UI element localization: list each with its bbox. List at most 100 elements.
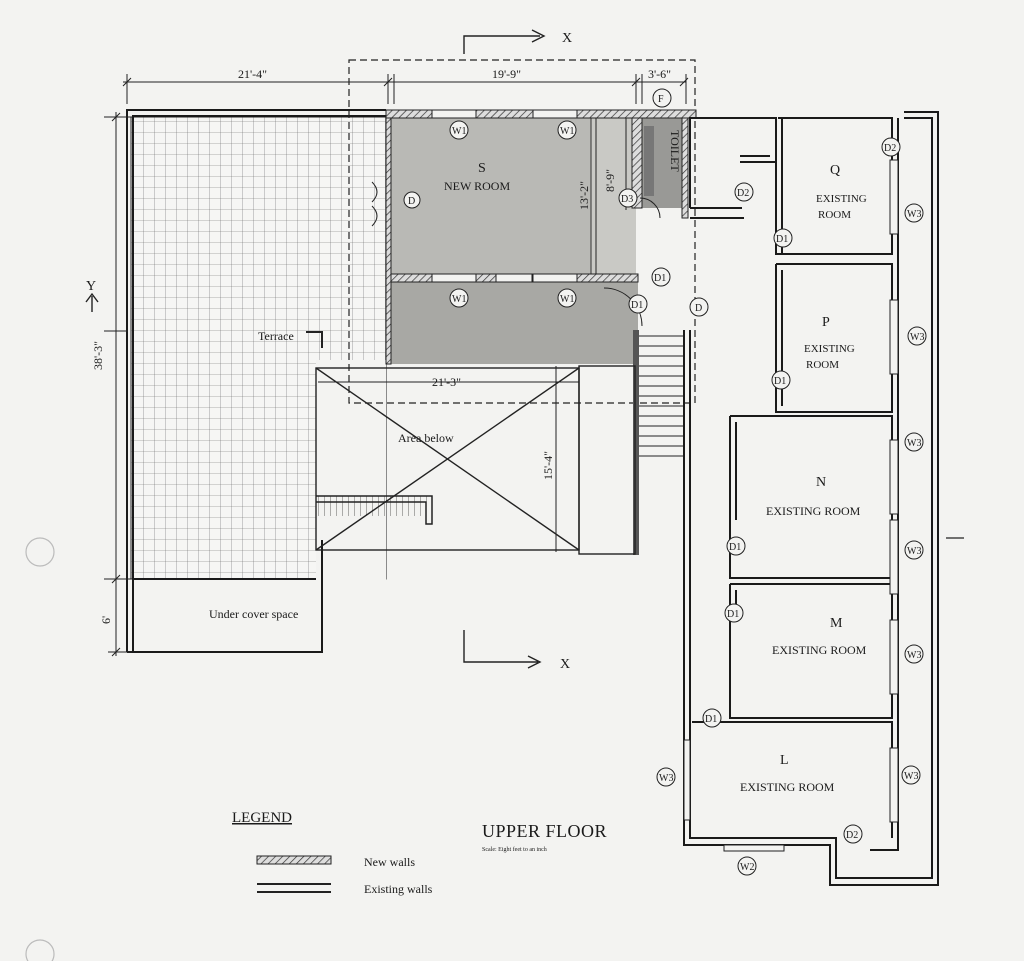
room-q-letter: Q bbox=[830, 163, 840, 178]
tag-d2: D2 bbox=[881, 137, 901, 157]
section-marker-bottom: X bbox=[560, 657, 570, 672]
svg-text:D: D bbox=[695, 303, 702, 314]
tag-d1: D1 bbox=[651, 267, 671, 287]
dim-terrace-width: 21'-4" bbox=[238, 67, 267, 81]
dim-area-below-width: 21'-3" bbox=[432, 375, 461, 389]
tag-d2: D2 bbox=[843, 824, 863, 844]
tag-w3: W3 bbox=[904, 432, 924, 452]
section-marker-top: X bbox=[562, 31, 572, 46]
dim-area-below-depth: 15'-4" bbox=[541, 451, 555, 480]
tag-w3: W3 bbox=[656, 767, 676, 787]
tag-d3: D3 bbox=[618, 188, 638, 208]
plan-title: UPPER FLOOR bbox=[482, 821, 607, 841]
room-p-letter: P bbox=[822, 315, 830, 330]
room-s-letter: S bbox=[478, 161, 486, 176]
room-p-name-1: EXISTING bbox=[804, 343, 855, 355]
opening-tags: W1 W1 W1 W1 D D3 F D1 D1 D D2 D2 D1 W3 W… bbox=[403, 88, 927, 876]
room-s-name: NEW ROOM bbox=[444, 179, 510, 193]
toilet-label: TOILET bbox=[668, 130, 682, 172]
tag-d1: D1 bbox=[628, 294, 648, 314]
svg-text:W3: W3 bbox=[659, 773, 673, 784]
windows bbox=[431, 109, 578, 283]
right-windows bbox=[683, 159, 899, 852]
dimension-labels: 21'-4" 19'-9" 3'-6" 38'-3" 13'-2" 8'-9" … bbox=[91, 67, 671, 624]
svg-text:D1: D1 bbox=[654, 273, 666, 284]
svg-text:D2: D2 bbox=[737, 188, 749, 199]
tag-d1: D1 bbox=[771, 370, 791, 390]
svg-text:W3: W3 bbox=[907, 438, 921, 449]
plan-scale: Scale: Eight feet to an inch bbox=[482, 846, 547, 853]
dim-toilet-depth: 8'-9" bbox=[603, 169, 617, 192]
tag-d1: D1 bbox=[726, 536, 746, 556]
svg-text:W3: W3 bbox=[907, 650, 921, 661]
tag-d: D bbox=[689, 297, 709, 317]
svg-text:D1: D1 bbox=[729, 542, 741, 553]
tag-f: F bbox=[652, 88, 672, 108]
legend-title: LEGEND bbox=[232, 810, 292, 826]
dimension-lines bbox=[104, 74, 689, 657]
area-below-label: Area below bbox=[398, 431, 454, 445]
svg-text:D3: D3 bbox=[621, 194, 633, 205]
existing-walls bbox=[683, 111, 939, 886]
dim-total-depth: 38'-3" bbox=[91, 341, 105, 370]
room-m-letter: M bbox=[830, 616, 843, 631]
room-l-letter: L bbox=[780, 753, 789, 768]
tag-w3: W3 bbox=[904, 540, 924, 560]
axis-y-label: Y bbox=[86, 279, 96, 294]
tag-w1: W1 bbox=[449, 288, 469, 308]
terrace-bracket bbox=[306, 331, 323, 348]
room-m-name: EXISTING ROOM bbox=[772, 643, 867, 657]
svg-text:W3: W3 bbox=[910, 332, 924, 343]
svg-text:W2: W2 bbox=[740, 862, 754, 873]
tag-d: D bbox=[403, 191, 421, 209]
legend: LEGEND New walls Existing walls bbox=[232, 810, 433, 896]
tag-w3: W3 bbox=[907, 326, 927, 346]
tag-w3: W3 bbox=[904, 203, 924, 223]
room-q-name-1: EXISTING bbox=[816, 193, 867, 205]
room-n-name: EXISTING ROOM bbox=[766, 504, 861, 518]
tag-d1: D1 bbox=[702, 708, 722, 728]
svg-text:W1: W1 bbox=[452, 126, 466, 137]
punch-holes bbox=[25, 537, 55, 961]
dim-toilet-width: 3'-6" bbox=[648, 67, 671, 81]
svg-text:W3: W3 bbox=[907, 209, 921, 220]
svg-text:D2: D2 bbox=[884, 143, 896, 154]
room-p-name-2: ROOM bbox=[806, 359, 839, 371]
tag-w3: W3 bbox=[901, 765, 921, 785]
section-arrows bbox=[85, 29, 546, 669]
svg-text:W1: W1 bbox=[560, 294, 574, 305]
svg-text:D1: D1 bbox=[776, 234, 788, 245]
tag-w1: W1 bbox=[557, 288, 577, 308]
room-n-letter: N bbox=[816, 475, 826, 490]
room-q-name-2: ROOM bbox=[818, 209, 851, 221]
room-l-name: EXISTING ROOM bbox=[740, 780, 835, 794]
svg-text:W1: W1 bbox=[452, 294, 466, 305]
legend-existing-walls: Existing walls bbox=[364, 882, 433, 896]
toilet-fixture bbox=[644, 126, 654, 196]
svg-text:D: D bbox=[408, 196, 415, 207]
dim-cover-depth: 6' bbox=[99, 616, 113, 624]
tag-d1: D1 bbox=[724, 603, 744, 623]
svg-text:W1: W1 bbox=[560, 126, 574, 137]
new-room-s bbox=[391, 118, 638, 364]
svg-text:D1: D1 bbox=[774, 376, 786, 387]
terrace-area bbox=[130, 116, 387, 582]
section-labels: X X Y bbox=[86, 31, 572, 672]
terrace-walls bbox=[126, 109, 386, 653]
svg-text:W3: W3 bbox=[904, 771, 918, 782]
tag-w2: W2 bbox=[737, 856, 757, 876]
tag-w3: W3 bbox=[904, 644, 924, 664]
svg-text:D1: D1 bbox=[727, 609, 739, 620]
dim-room-depth: 13'-2" bbox=[577, 181, 591, 210]
area-below bbox=[315, 367, 580, 551]
under-cover-label: Under cover space bbox=[209, 607, 298, 621]
tag-d1: D1 bbox=[773, 228, 793, 248]
svg-text:D2: D2 bbox=[846, 830, 858, 841]
tag-d2: D2 bbox=[734, 182, 754, 202]
room-labels: S NEW ROOM TOILET Terrace Area below Und… bbox=[209, 130, 867, 794]
tag-w1: W1 bbox=[449, 120, 469, 140]
svg-text:D1: D1 bbox=[705, 714, 717, 725]
dim-new-room-width: 19'-9" bbox=[492, 67, 521, 81]
legend-new-walls: New walls bbox=[364, 855, 415, 869]
